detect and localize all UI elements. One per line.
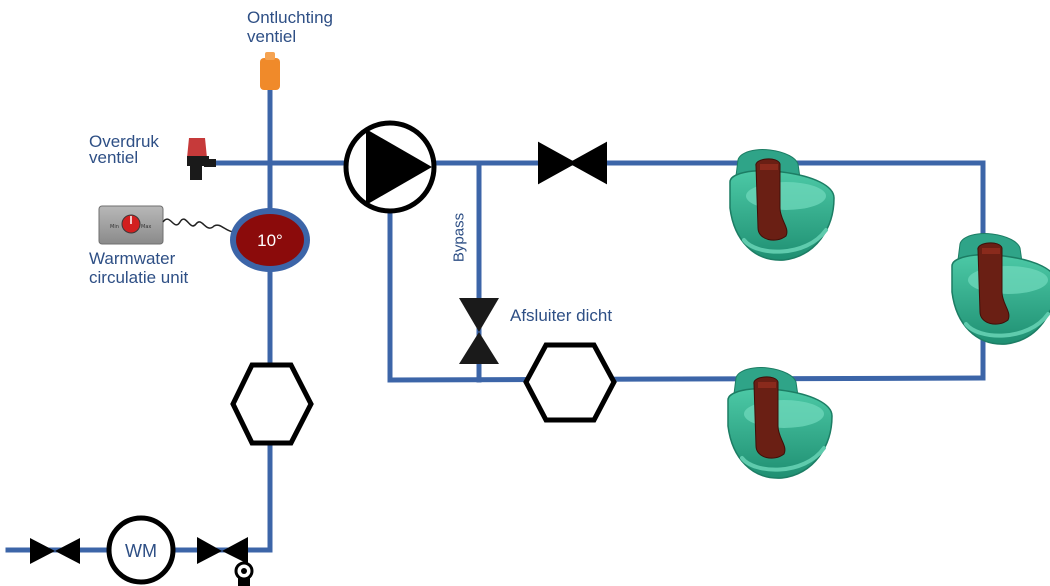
- air-vent-icon: [260, 52, 280, 90]
- circulation-unit-label-line1: Warmwater: [89, 249, 176, 268]
- water-meter-label: WM: [125, 541, 157, 561]
- heater-element: 10°: [230, 208, 310, 272]
- sensor-cable: [162, 218, 235, 233]
- dial-min-label: Min: [110, 224, 119, 230]
- pressure-valve-label-line1: Overdruk: [89, 132, 159, 151]
- drinking-bowl-icon-3: [726, 365, 834, 481]
- pressure-valve-label: Overdruk ventiel: [89, 133, 159, 166]
- air-vent-label-line1: Ontluchting: [247, 8, 333, 27]
- circulation-unit-label-line2: circulatie unit: [89, 268, 189, 287]
- water-meter-icon: [106, 515, 176, 585]
- closed-bypass-valve-icon: [459, 298, 499, 364]
- inlet-valve-right-icon: [197, 537, 254, 586]
- dial-max-label: Max: [141, 224, 151, 230]
- bypass-label: Bypass: [450, 212, 468, 263]
- circulation-pump-icon: [343, 120, 437, 214]
- hexagon-filter-return-icon: [523, 342, 617, 423]
- pressure-relief-valve-icon: [187, 138, 216, 180]
- hexagon-filter-icon: [230, 362, 314, 446]
- air-vent-label-line2: ventiel: [247, 27, 297, 46]
- pressure-valve-label-line2: ventiel: [89, 148, 139, 167]
- air-vent-label: Ontluchting ventiel: [247, 8, 333, 46]
- inlet-valve-left-icon: [30, 538, 80, 564]
- drinking-bowl-icon-2: [950, 231, 1050, 347]
- drinking-bowl-icon-1: [728, 147, 836, 263]
- supply-pipe-top: [212, 160, 986, 381]
- circulation-unit-box: Min Max: [98, 205, 164, 245]
- temperature-readout: 10°: [257, 231, 283, 250]
- circulation-unit-label: Warmwater circulatie unit: [89, 249, 188, 287]
- closed-valve-label: Afsluiter dicht: [510, 306, 613, 325]
- gate-valve-icon: [538, 141, 607, 185]
